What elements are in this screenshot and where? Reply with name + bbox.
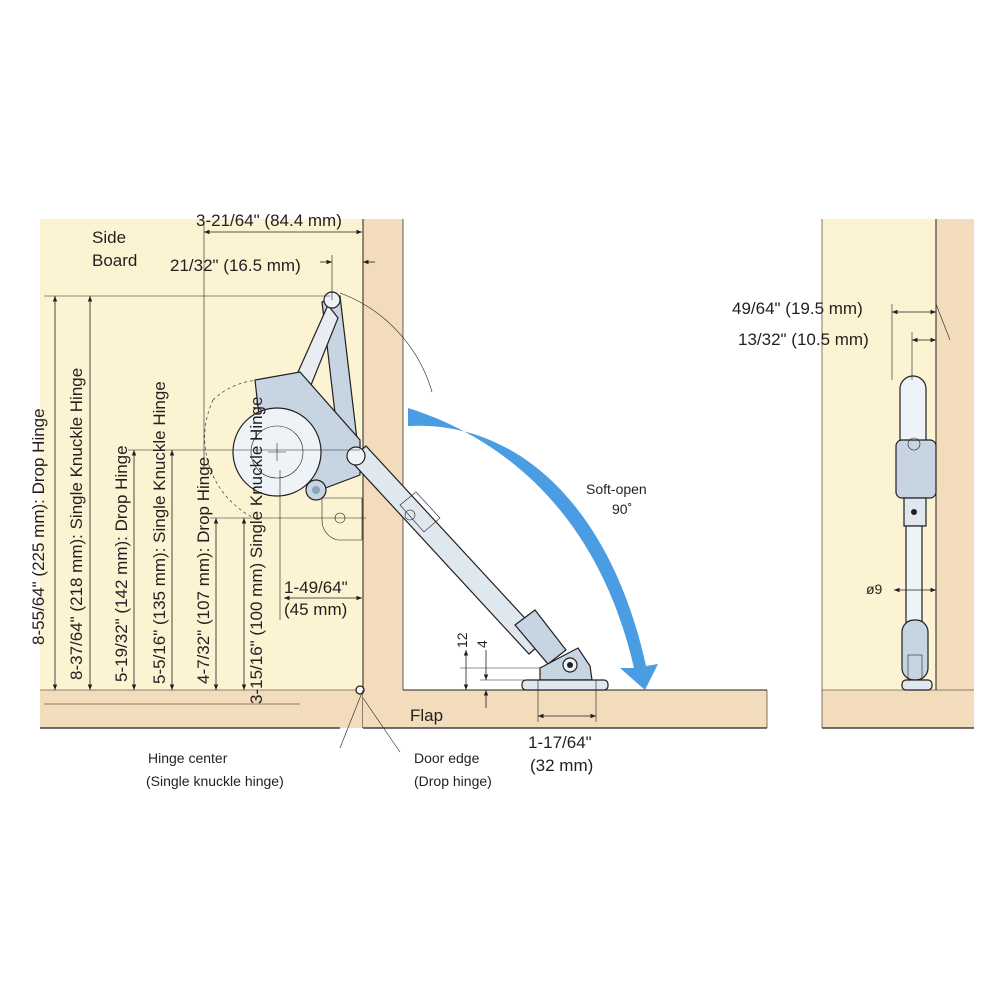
dim-h12: 12 xyxy=(454,632,470,648)
dim-dia: ø9 xyxy=(866,581,883,597)
soft-open-arrow xyxy=(408,408,658,690)
label-side-board-1: Side xyxy=(92,228,126,247)
dim-top-width: 3-21/64" (84.4 mm) xyxy=(196,211,342,230)
label-side-board-2: Board xyxy=(92,251,137,270)
dim-h4: 4 xyxy=(474,640,490,648)
side-view-wall xyxy=(936,219,974,690)
flap-board xyxy=(363,690,767,728)
dim-offset: 21/32" (16.5 mm) xyxy=(170,256,301,275)
dim-w32-2: (32 mm) xyxy=(530,756,593,775)
dim-w32-1: 1-17/64" xyxy=(528,733,592,752)
label-hinge-center-2: (Single knuckle hinge) xyxy=(146,773,284,789)
dim-h100: 3-15/16" (100 mm) Single Knuckle Hinge xyxy=(247,397,266,704)
label-door-edge-2: (Drop hinge) xyxy=(414,773,492,789)
side-view-mechanism xyxy=(895,375,937,691)
label-flap: Flap xyxy=(410,706,443,725)
dim-w45-1: 1-49/64" xyxy=(284,578,348,597)
dim-w195: 49/64" (19.5 mm) xyxy=(732,299,863,318)
label-soft-open-2: 90˚ xyxy=(612,501,632,517)
hinge-mechanism xyxy=(204,291,609,691)
side-view-bottom xyxy=(822,690,974,728)
dim-h135: 5-5/16" (135 mm): Single Knuckle Hinge xyxy=(150,381,169,684)
label-soft-open-1: Soft-open xyxy=(586,481,647,497)
dim-h142: 5-19/32" (142 mm): Drop Hinge xyxy=(112,445,131,682)
dim-w105: 13/32" (10.5 mm) xyxy=(738,330,869,349)
label-door-edge-1: Door edge xyxy=(414,750,480,766)
dim-w45-2: (45 mm) xyxy=(284,600,347,619)
label-hinge-center-1: Hinge center xyxy=(148,750,228,766)
dim-h225: 8-55/64" (225 mm): Drop Hinge xyxy=(29,408,48,645)
dim-h218: 8-37/64" (218 mm): Single Knuckle Hinge xyxy=(67,368,86,680)
dim-h107: 4-7/32" (107 mm): Drop Hinge xyxy=(194,457,213,684)
side-board-bottom xyxy=(40,690,363,728)
